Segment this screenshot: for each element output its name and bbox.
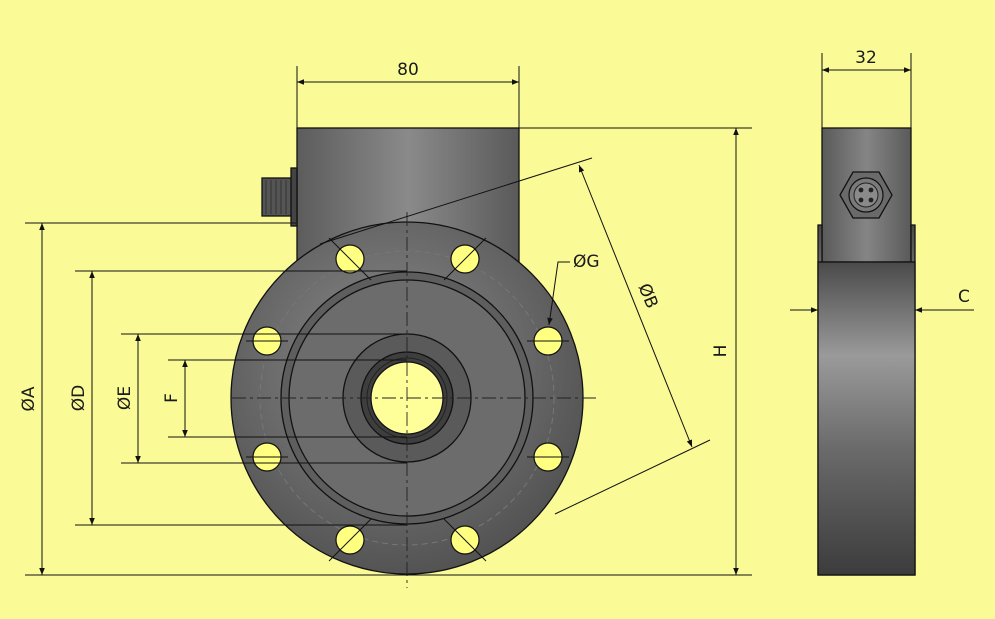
dim-label-dia-a: ØA	[19, 386, 39, 411]
dimensions: 80 ØA ØD ØE F H ØB ØG	[19, 60, 752, 576]
dim-label-dia-g: ØG	[573, 252, 600, 272]
dim-label-dia-b: ØB	[634, 281, 662, 312]
dim-label-32: 32	[855, 48, 877, 68]
dim-label-dia-d: ØD	[69, 385, 89, 411]
dim-label-c: C	[958, 287, 970, 307]
dim-label-dia-e: ØE	[115, 386, 135, 410]
side-view	[817, 127, 916, 576]
dim-label-h: H	[711, 345, 731, 358]
side-dimensions: 32 C	[790, 48, 974, 313]
dim-label-f: F	[162, 393, 182, 403]
dim-label-80: 80	[397, 60, 419, 80]
connector-face	[839, 171, 893, 219]
connector-stub	[261, 167, 298, 227]
front-view	[230, 127, 598, 588]
